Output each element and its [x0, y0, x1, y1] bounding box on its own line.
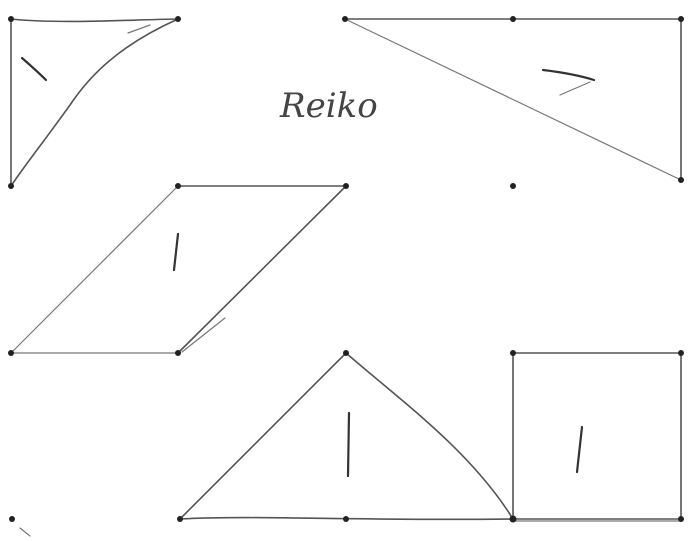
shape-count-mark-bottom-triangle — [346, 411, 351, 478]
grid-dot — [510, 183, 516, 189]
student-name: Reiko — [279, 86, 378, 126]
square — [509, 350, 684, 523]
parallelogram — [8, 183, 349, 356]
shape-count-mark-square — [575, 425, 584, 474]
top-left-triangle — [8, 16, 181, 189]
shape-count-mark-top-right — [541, 68, 596, 82]
shape-count-mark-top-left — [20, 56, 48, 82]
top-right-triangle — [342, 16, 684, 183]
grid-dot — [9, 516, 15, 522]
bottom-triangle — [177, 350, 514, 522]
shape-count-mark-parallelogram — [172, 232, 180, 272]
